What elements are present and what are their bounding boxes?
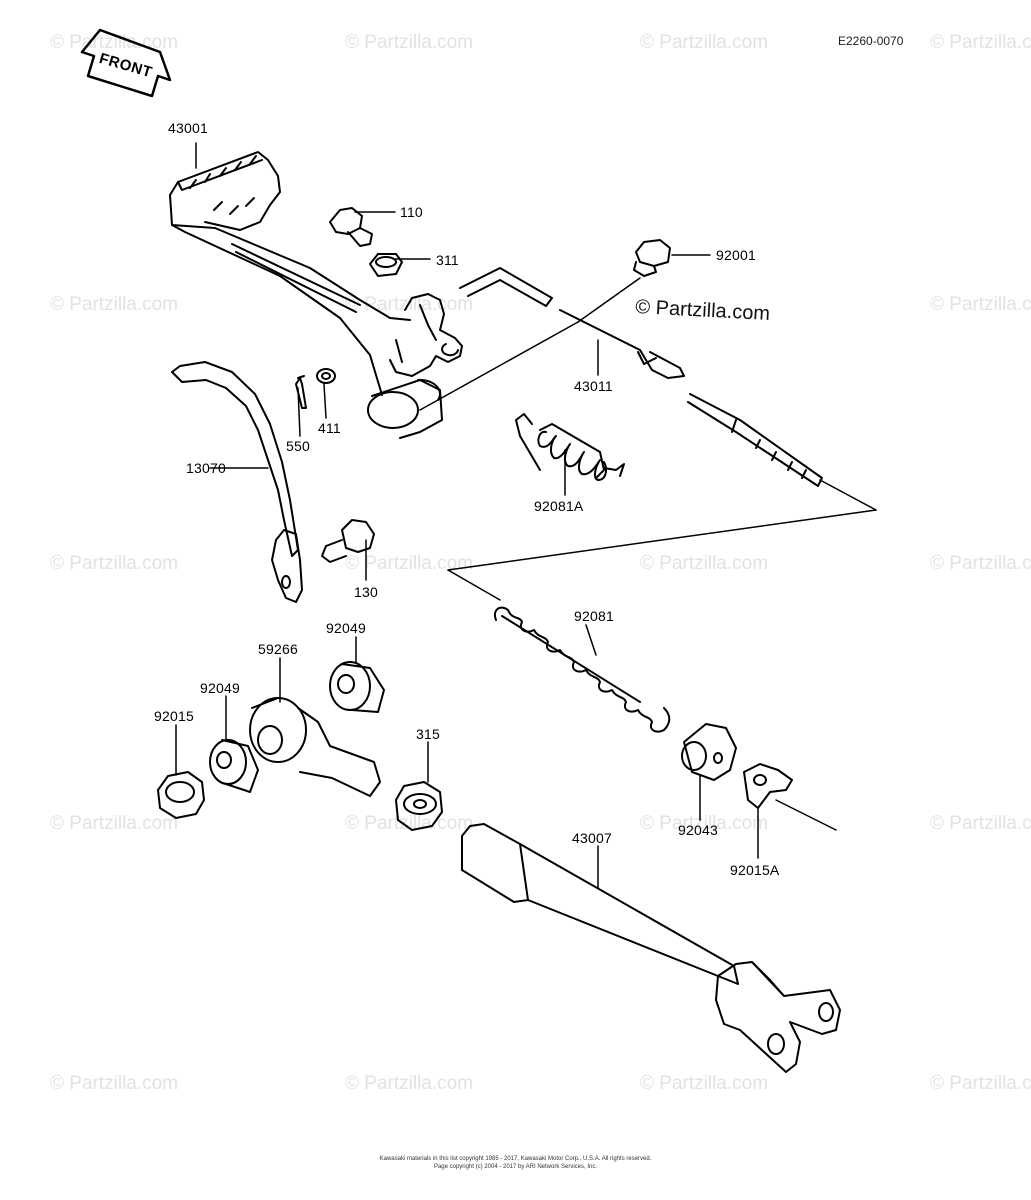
part-label-59266: 59266 — [258, 641, 298, 657]
watermark: © Partzilla.com — [345, 1073, 474, 1094]
part-label-13070: 13070 — [186, 460, 226, 476]
front-arrow-icon — [80, 28, 172, 98]
part-label-43011: 43011 — [574, 378, 613, 394]
spring-92081A — [515, 413, 625, 481]
rod-13070 — [171, 361, 303, 603]
cotter-pin-550 — [295, 375, 307, 409]
watermark: © Partzilla.com — [50, 1073, 179, 1094]
watermark: © Partzilla.com — [640, 813, 769, 834]
part-label-43007: 43007 — [572, 830, 612, 846]
part-label-411: 411 — [318, 420, 341, 436]
part-label-92049-lower: 92049 — [200, 680, 240, 696]
rod-43011 — [459, 267, 823, 487]
joint-92043 — [681, 723, 737, 781]
part-label-92015A: 92015A — [730, 862, 780, 878]
bolt-92001 — [633, 239, 671, 277]
collar-311 — [369, 253, 403, 277]
washer-92049-lower — [209, 739, 259, 793]
watermark: © Partzilla.com — [345, 553, 474, 574]
part-label-92043: 92043 — [678, 822, 718, 838]
part-label-315: 315 — [416, 726, 440, 742]
watermark: © Partzilla.com — [930, 553, 1031, 574]
part-label-43001: 43001 — [168, 120, 208, 136]
watermark: © Partzilla.com — [345, 32, 474, 53]
bolt-110 — [329, 207, 373, 247]
washer-92049-upper — [329, 661, 385, 713]
watermark: © Partzilla.com — [50, 294, 179, 315]
footer-copyright-line2: Page copyright (c) 2004 - 2017 by ARI Ne… — [433, 1164, 598, 1170]
part-label-130: 130 — [354, 584, 378, 600]
reference-code: E2260-0070 — [838, 34, 904, 48]
part-label-110: 110 — [400, 204, 423, 220]
washer-411 — [316, 368, 336, 384]
brake-pedal-43001 — [169, 151, 463, 439]
bolt-130 — [321, 519, 375, 563]
part-label-92001: 92001 — [716, 247, 756, 263]
nut-92015 — [157, 771, 205, 819]
watermark: © Partzilla.com — [50, 553, 179, 574]
watermark: © Partzilla.com — [930, 294, 1031, 315]
watermark: © Partzilla.com — [640, 553, 769, 574]
footer-copyright-line1: Kawasaki materials in this list copyrigh… — [379, 1156, 652, 1162]
part-label-92081: 92081 — [574, 608, 614, 624]
watermark: © Partzilla.com — [345, 813, 474, 834]
watermark: © Partzilla.com — [50, 813, 179, 834]
watermark: © Partzilla.com — [640, 32, 769, 53]
spring-92081 — [494, 606, 671, 733]
part-label-92081A: 92081A — [534, 498, 584, 514]
watermark: © Partzilla.com — [930, 813, 1031, 834]
nut-315 — [395, 781, 443, 831]
watermark: © Partzilla.com — [640, 1073, 769, 1094]
part-label-550: 550 — [286, 438, 310, 454]
part-label-92015: 92015 — [154, 708, 194, 724]
part-label-92049-upper: 92049 — [326, 620, 366, 636]
part-label-311: 311 — [436, 252, 459, 268]
watermark: © Partzilla.com — [930, 32, 1031, 53]
brake-rod-43007 — [461, 823, 841, 1073]
watermark: © Partzilla.com — [930, 1073, 1031, 1094]
rod-end-59266 — [249, 697, 381, 797]
wing-nut-92015A — [743, 763, 793, 809]
